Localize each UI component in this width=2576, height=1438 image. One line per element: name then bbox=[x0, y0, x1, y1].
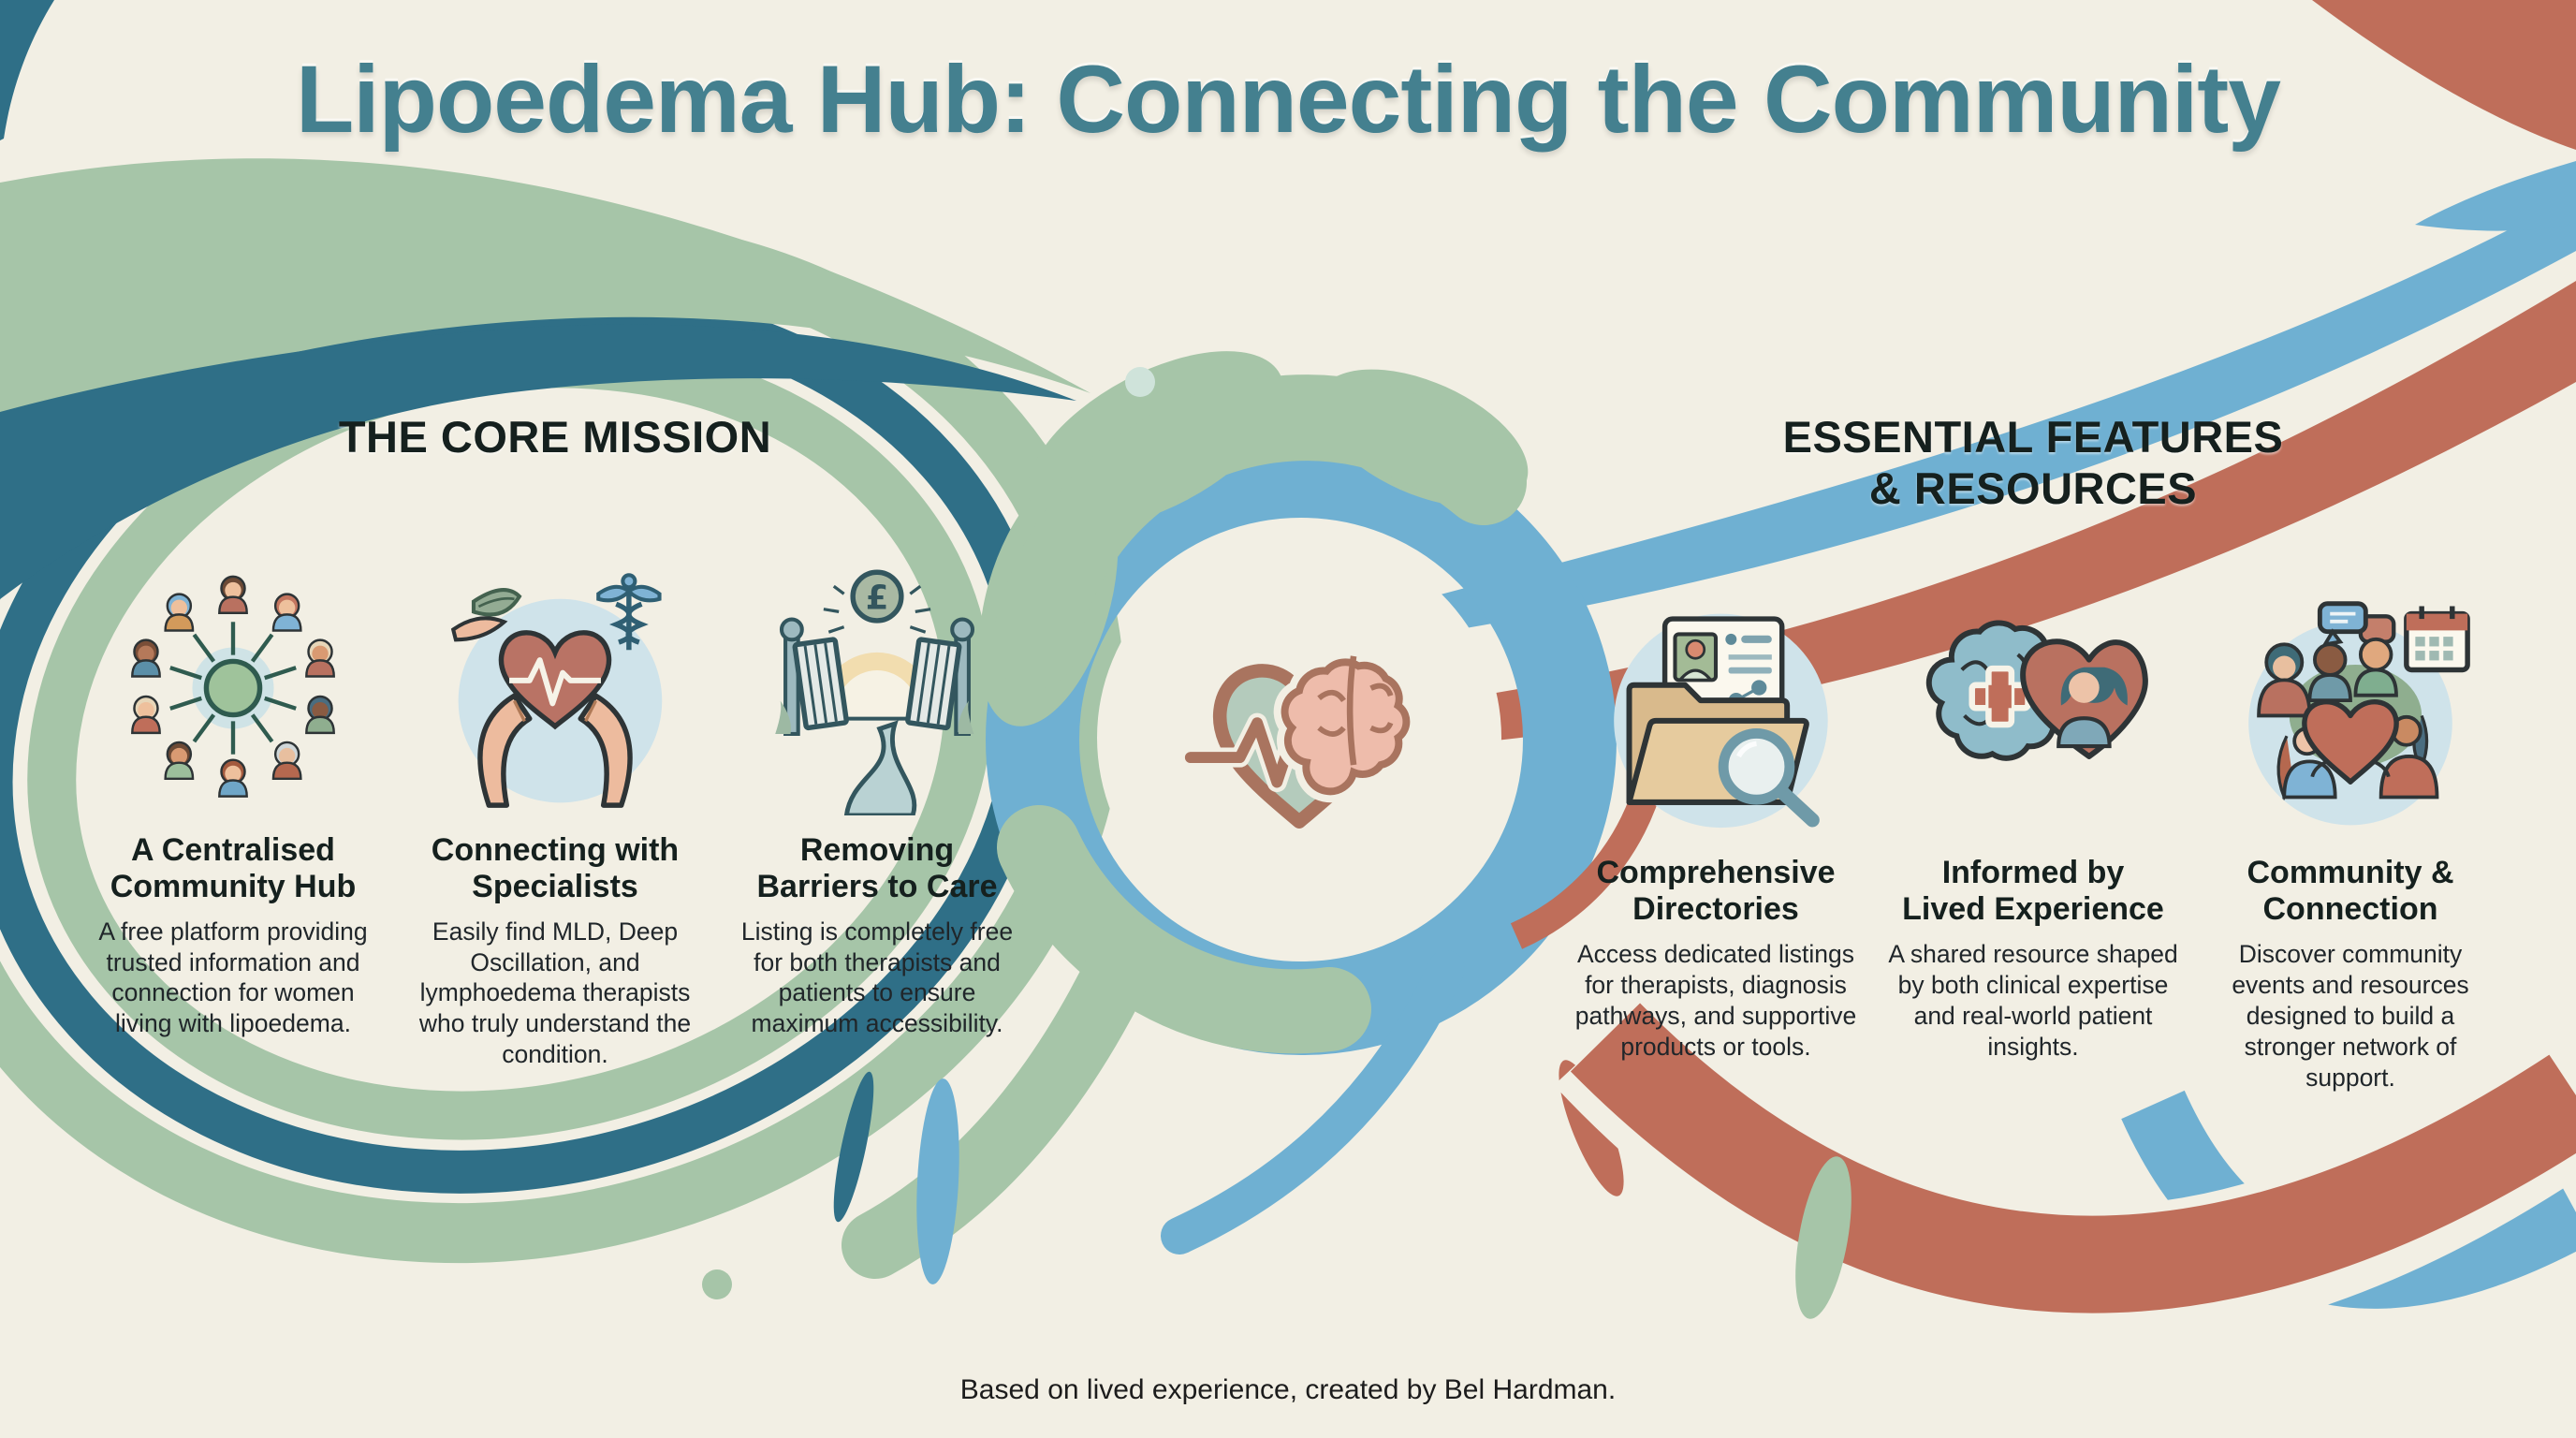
item-description: A shared resource shaped by both clinica… bbox=[1888, 940, 2178, 1061]
heading-line-2: & RESOURCES bbox=[1868, 462, 2198, 513]
item-title: Community & Connection bbox=[2247, 855, 2454, 928]
section-heading: ESSENTIAL FEATURES & RESOURCES bbox=[1565, 412, 2501, 514]
mission-item-barriers: £ bbox=[726, 548, 1028, 1070]
brain-cross-heart-icon bbox=[1903, 570, 2163, 851]
item-description: Listing is completely free for both ther… bbox=[740, 917, 1014, 1038]
item-title: Connecting with Specialists bbox=[431, 831, 680, 904]
heart-brain-icon bbox=[1176, 614, 1423, 861]
caring-hands-heart-icon bbox=[425, 548, 685, 829]
network-hub-icon bbox=[103, 548, 363, 829]
community-group-heart-icon bbox=[2220, 570, 2481, 851]
mission-item-community-hub: A Centralised Community Hub A free platf… bbox=[82, 548, 384, 1070]
section-essential-features: ESSENTIAL FEATURES & RESOURCES bbox=[1565, 412, 2501, 1093]
item-description: Access dedicated listings for therapists… bbox=[1574, 940, 1857, 1061]
item-title: Informed by Lived Experience bbox=[1902, 855, 2164, 928]
svg-text:£: £ bbox=[866, 579, 889, 617]
features-columns: Comprehensive Directories Access dedicat… bbox=[1565, 570, 2501, 1093]
item-description: Easily find MLD, Deep Oscillation, and l… bbox=[418, 917, 692, 1069]
item-description: Discover community events and resources … bbox=[2232, 940, 2469, 1092]
page-title: Lipoedema Hub: Connecting the Community bbox=[296, 46, 2281, 153]
mission-columns: A Centralised Community Hub A free platf… bbox=[82, 548, 1028, 1070]
item-description: A free platform providing trusted inform… bbox=[98, 917, 368, 1038]
section-heading: THE CORE MISSION bbox=[338, 412, 772, 462]
feature-item-directories: Comprehensive Directories Access dedicat… bbox=[1565, 570, 1866, 1093]
feature-item-community: Community & Connection Discover communit… bbox=[2200, 570, 2501, 1093]
mission-item-specialists: Connecting with Specialists Easily find … bbox=[404, 548, 706, 1070]
item-title: A Centralised Community Hub bbox=[110, 831, 357, 904]
footer-credit: Based on lived experience, created by Be… bbox=[959, 1374, 1617, 1405]
directory-folder-search-icon bbox=[1586, 570, 1846, 851]
open-gates-path-icon: £ bbox=[747, 548, 1007, 829]
item-title: Removing Barriers to Care bbox=[756, 831, 998, 904]
heading-line-1: ESSENTIAL FEATURES bbox=[1782, 412, 2284, 462]
section-core-mission: THE CORE MISSION bbox=[82, 412, 1028, 1070]
item-title: Comprehensive Directories bbox=[1596, 855, 1836, 928]
feature-item-lived-experience: Informed by Lived Experience A shared re… bbox=[1882, 570, 2184, 1093]
